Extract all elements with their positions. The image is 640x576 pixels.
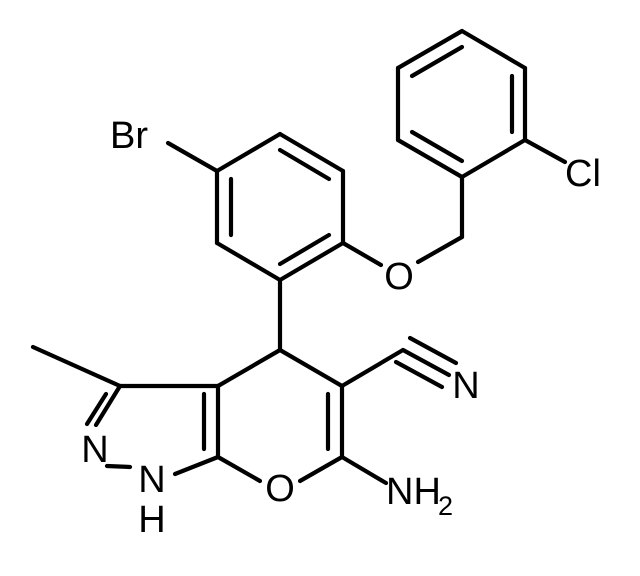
pyrazole-ring bbox=[84, 383, 221, 477]
chlorophenyl-ring bbox=[395, 28, 528, 180]
nitrile-nitrogen-label: N bbox=[452, 365, 479, 407]
nh-nitrogen-label: N bbox=[138, 459, 165, 501]
amine-label: NH bbox=[386, 471, 441, 513]
nitrile-triple-bond bbox=[393, 335, 459, 390]
ether-oxygen-label: O bbox=[384, 256, 414, 298]
aryl-o-bond bbox=[340, 240, 384, 268]
c-cn-bond bbox=[339, 347, 406, 389]
pyran-ring bbox=[201, 347, 345, 484]
pyrazole-nitrogen-label: N bbox=[81, 429, 108, 471]
ring-oxygen-label: O bbox=[265, 468, 295, 510]
amine-subscript: 2 bbox=[438, 491, 453, 521]
methyl-bond bbox=[30, 344, 123, 389]
c-br-bond bbox=[165, 140, 220, 174]
c-nh2-bond bbox=[339, 454, 389, 486]
ch2-o-bond bbox=[415, 234, 465, 265]
bromine-label: Br bbox=[110, 115, 148, 157]
nh-hydrogen-label: H bbox=[138, 499, 165, 541]
chlorine-label: Cl bbox=[565, 153, 601, 195]
bromophenyl-ring bbox=[214, 131, 346, 283]
c-cl-bond bbox=[522, 137, 568, 165]
